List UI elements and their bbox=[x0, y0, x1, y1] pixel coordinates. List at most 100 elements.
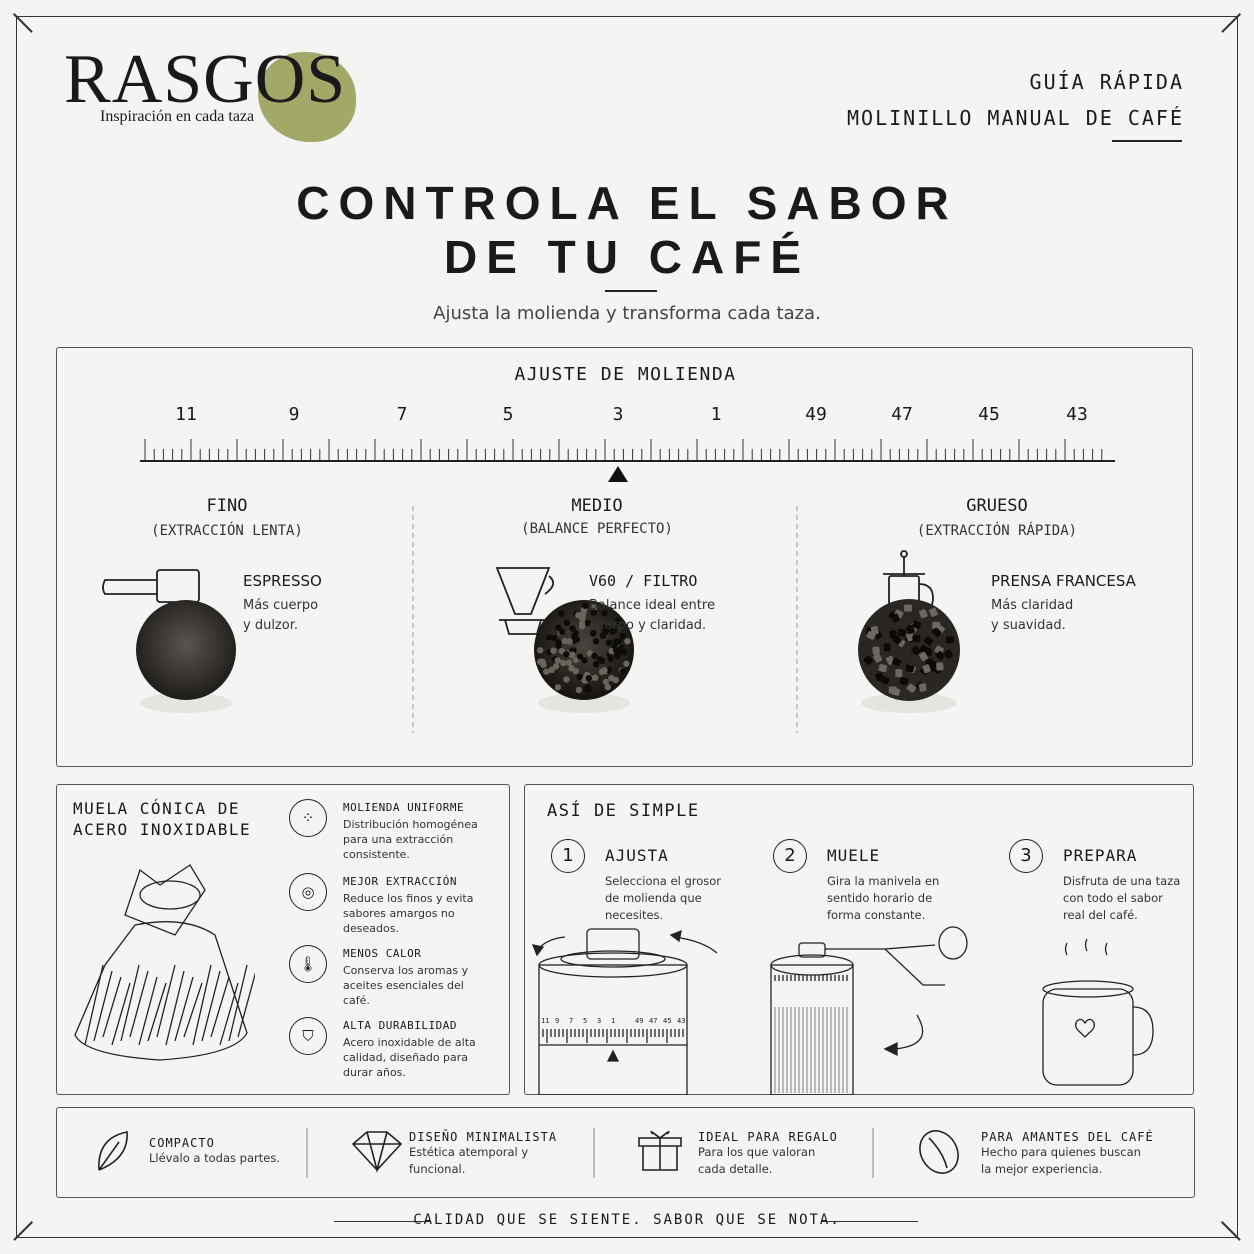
feature-desc: la mejor experiencia. bbox=[981, 1162, 1103, 1176]
grain bbox=[895, 669, 903, 678]
grain bbox=[579, 613, 586, 620]
grain bbox=[610, 627, 617, 634]
grind-scale bbox=[102, 439, 1115, 733]
grain bbox=[540, 661, 547, 669]
grain bbox=[616, 647, 624, 655]
grain bbox=[554, 657, 561, 664]
burr-groove bbox=[129, 970, 149, 1038]
grain bbox=[555, 642, 562, 649]
grain bbox=[904, 604, 913, 612]
grain bbox=[873, 653, 883, 663]
feature-desc: deseados. bbox=[343, 922, 399, 935]
burr-feature: ⁘ MOLIENDA UNIFORME Distribución homogén… bbox=[289, 799, 499, 869]
dots-icon: ⁘ bbox=[289, 799, 327, 837]
grain bbox=[591, 674, 599, 681]
grain bbox=[905, 664, 915, 673]
feature-title: ALTA DURABILIDAD bbox=[343, 1019, 457, 1032]
burr-groove bbox=[183, 982, 203, 1038]
grain bbox=[919, 644, 929, 654]
method-desc: y dulzor. bbox=[243, 618, 298, 633]
feature-item: COMPACTO Llévalo a todas partes. bbox=[149, 1136, 359, 1196]
step-desc: con todo el sabor bbox=[1063, 891, 1163, 905]
gift-icon bbox=[638, 1130, 682, 1171]
burr-title-line1: MUELA CÓNICA DE bbox=[73, 799, 240, 818]
grain bbox=[863, 655, 874, 665]
feature-desc: Para los que valoran bbox=[698, 1145, 816, 1159]
grain bbox=[585, 675, 593, 682]
grain bbox=[591, 604, 598, 611]
grain bbox=[563, 619, 571, 626]
step-desc: forma constante. bbox=[827, 908, 926, 922]
brand-tagline: Inspiración en cada taza bbox=[100, 108, 255, 125]
grain bbox=[613, 652, 621, 660]
conical-burr-illustration bbox=[74, 864, 255, 1061]
feature-desc: sabores amargos no bbox=[343, 907, 455, 920]
feature-desc: aceites esenciales del bbox=[343, 979, 464, 992]
step-name: PREPARA bbox=[1063, 846, 1138, 865]
grain bbox=[572, 656, 580, 664]
method-desc: y suavidad. bbox=[991, 618, 1066, 633]
feature-desc: Reduce los finos y evita bbox=[343, 892, 474, 905]
hero-subtitle: Ajusta la molienda y transforma cada taz… bbox=[433, 303, 821, 324]
grain bbox=[598, 668, 606, 676]
grain bbox=[905, 624, 915, 635]
feature-title: IDEAL PARA REGALO bbox=[698, 1130, 838, 1144]
scale-label: 5 bbox=[502, 404, 514, 425]
burr-groove bbox=[93, 970, 113, 1042]
features-dividers bbox=[98, 1128, 959, 1178]
dial-label: 11 bbox=[541, 1017, 549, 1025]
burr-groove bbox=[147, 982, 167, 1042]
feature-desc: Acero inoxidable de alta bbox=[343, 1036, 476, 1049]
col-medium-title: MEDIO bbox=[571, 496, 623, 516]
grain bbox=[911, 645, 921, 656]
step-desc: de molienda que bbox=[605, 891, 702, 905]
grain bbox=[608, 674, 615, 682]
grain bbox=[584, 619, 592, 627]
guide-label: GUÍA RÁPIDA bbox=[1029, 70, 1184, 94]
grain bbox=[906, 683, 917, 693]
feature-desc: cada detalle. bbox=[698, 1162, 773, 1176]
footer-rule-right bbox=[822, 1221, 918, 1222]
crank-grinder-icon bbox=[770, 964, 854, 1095]
feature-desc: durar años. bbox=[343, 1066, 406, 1079]
grinder-body-icon bbox=[538, 964, 688, 1095]
grain bbox=[602, 678, 610, 686]
grain bbox=[614, 617, 622, 624]
page-frame bbox=[16, 16, 1238, 1238]
footer-slogan: CALIDAD QUE SE SIENTE. SABOR QUE SE NOTA… bbox=[413, 1212, 841, 1228]
grain bbox=[548, 666, 555, 674]
feature-desc: Conserva los aromas y bbox=[343, 964, 469, 977]
scale-label: 9 bbox=[288, 404, 300, 425]
grain bbox=[888, 686, 897, 694]
steps-panel: ASÍ DE SIMPLE 1 AJUSTA Selecciona el gro… bbox=[524, 784, 1194, 1095]
step-desc: Disfruta de una taza bbox=[1063, 874, 1181, 888]
grain bbox=[892, 635, 902, 645]
step-desc: Gira la manivela en bbox=[827, 874, 940, 888]
burr-title-line2: ACERO INOXIDABLE bbox=[73, 820, 252, 839]
burr-groove bbox=[174, 976, 194, 1042]
dial-label: 45 bbox=[663, 1017, 671, 1025]
steps-title: ASÍ DE SIMPLE bbox=[547, 801, 700, 821]
grain bbox=[550, 647, 557, 655]
method-v60: V60 / FILTRO bbox=[589, 572, 698, 590]
grain bbox=[572, 667, 580, 675]
logo-blob bbox=[258, 52, 356, 142]
grain bbox=[923, 636, 934, 646]
burr-groove bbox=[219, 982, 239, 1046]
grain bbox=[919, 609, 928, 619]
dial-label: 49 bbox=[635, 1017, 643, 1025]
feature-desc: consistente. bbox=[343, 848, 410, 861]
grain bbox=[624, 638, 631, 645]
grain bbox=[936, 662, 944, 671]
method-desc: Más cuerpo bbox=[243, 598, 319, 613]
grain bbox=[565, 659, 573, 666]
scale-label: 49 bbox=[805, 404, 827, 425]
step-name: AJUSTA bbox=[605, 846, 669, 865]
step-desc: real del café. bbox=[1063, 908, 1138, 922]
grain bbox=[601, 629, 608, 636]
feature-item: PARA AMANTES DEL CAFÉ Hecho para quienes… bbox=[981, 1130, 1191, 1190]
fine-grounds bbox=[136, 600, 236, 700]
grain bbox=[552, 663, 560, 670]
